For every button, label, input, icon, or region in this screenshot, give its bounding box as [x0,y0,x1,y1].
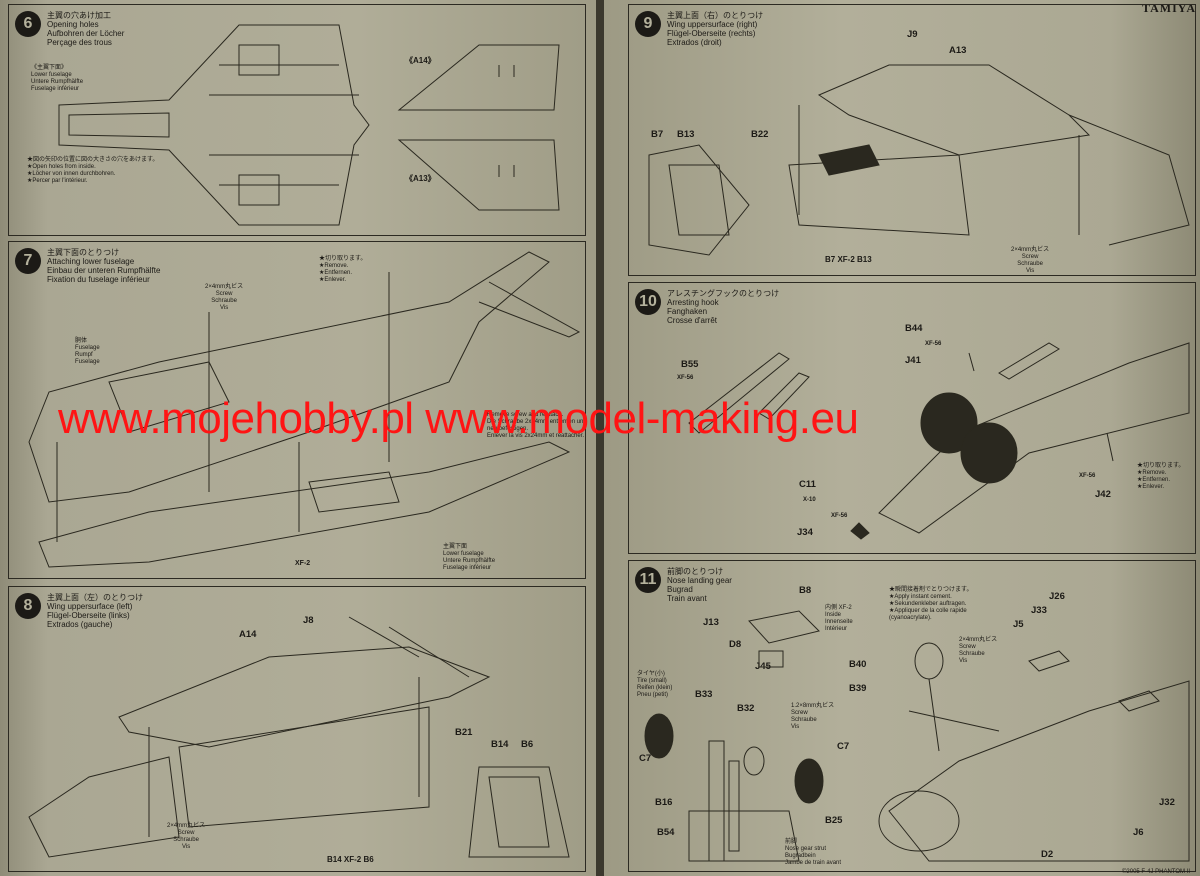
step-8-title: 主翼上面（左）のとりつけ Wing uppersurface (left) Fl… [47,593,144,629]
step-6-note: ★図の矢印の位置に図の大きさの穴をあけます。 ★Open holes from … [27,157,159,184]
step-6-number: 6 [15,11,41,37]
step-11-title: 前脚のとりつけ Nose landing gear Bugrad Train a… [667,567,732,603]
part-j8: J8 [303,615,314,626]
step-9-number: 9 [635,11,661,37]
part-label-a14: 《A14》 [405,56,436,65]
part-b44: B44 [905,323,923,334]
step-7-number: 7 [15,248,41,274]
step-6-title: 主翼の穴あけ加工 Opening holes Aufbohren der Löc… [47,11,125,47]
part-j13: J13 [703,617,719,628]
step-11-number: 11 [635,567,661,593]
step-9-title: 主翼上面（右）のとりつけ Wing uppersurface (right) F… [667,11,764,47]
step-9-bottom-parts: B7 XF-2 B13 [825,255,872,264]
part-a13: A13 [949,45,967,56]
part-j5: J5 [1013,619,1024,630]
page-gutter [596,0,604,876]
step-7-paint: XF-2 [295,560,311,567]
paint-x10: X-10 [803,497,816,503]
part-b33: B33 [695,689,713,700]
part-j41: J41 [905,355,921,366]
step-10-title: アレスチングフックのとりつけ Arresting hook Fanghaken … [667,289,780,325]
part-b21: B21 [455,727,473,738]
step-9-screw-note: 2×4mm丸ビス Screw Schraube Vis [1011,247,1050,274]
step-10-number: 10 [635,289,661,315]
step-8-bottom-parts: B14 XF-2 B6 [327,855,374,864]
step-7-fuselage-note: 胴体 Fuselage Rumpf Fuselage [75,338,100,365]
step-9-drawing [648,64,1190,256]
part-j26: J26 [1049,591,1065,602]
step-7-cut-note: ★切り取ります。 ★Remove. ★Entfernen. ★Enlever. [319,256,367,283]
part-j6: J6 [1133,827,1144,838]
step-8-screw-note: 2×4mm丸ビス Screw Schraube Vis [167,823,206,850]
part-c11: C11 [799,479,816,490]
step-11-screw2-note: 2×4mm丸ビス Screw Schraube Vis [959,637,998,664]
step-11-screw-note: 1.2×8mm丸ビス Screw Schraube Vis [791,703,835,730]
part-c7-b: C7 [837,741,850,752]
page-footer: ©2005 F-4J PHANTOM II [1122,869,1190,875]
step-11-cement-note: ★瞬間接着剤でとりつけます。 ★Apply instant cement. ★S… [889,587,973,621]
step-7-remove-note: Remove screw and reattach. Die Schraube … [487,412,586,439]
step-11-inside-note: 内側 XF-2 Inside Innenseite Intérieur [825,605,853,632]
step-10-drawing [688,342,1190,540]
part-label-a13: 《A13》 [405,174,436,183]
part-j34: J34 [797,527,813,538]
part-b55: B55 [681,359,699,370]
paint-xf56-b: XF-56 [677,375,694,381]
step-8-number: 8 [15,593,41,619]
step-8-drawing [28,616,570,858]
part-j9: J9 [907,29,918,40]
part-b14: B14 [491,739,509,750]
step-6-panel: 6 主翼の穴あけ加工 Opening holes Aufbohren der L… [8,4,586,236]
part-b16: B16 [655,797,673,808]
step-6-subtitle: 《主翼下面》 Lower fuselage Untere Rumpfhälfte… [31,65,84,92]
step-7-panel: 7 主翼下面のとりつけ Attaching lower fuselage Ein… [8,241,586,579]
part-b22: B22 [751,129,769,140]
step-7-drawing [28,251,581,568]
part-b8: B8 [799,585,812,596]
step-7-screw-note: 2×4mm丸ビス Screw Schraube Vis [205,284,244,311]
step-7-lower-note: 主翼下面 Lower fuselage Untere Rumpfhälfte F… [443,544,496,571]
right-page [604,0,1200,876]
part-a14: A14 [239,629,257,640]
paint-xf56-a: XF-56 [925,341,942,347]
step-11-strut-note: 前脚 Nose gear strut Bugradbein Jambe de t… [785,839,842,866]
left-page [0,0,596,876]
part-b6: B6 [521,739,534,750]
step-6-drawing [58,24,560,226]
step-10-panel: 10 アレスチングフックのとりつけ Arresting hook Fanghak… [628,282,1196,554]
part-b25: B25 [825,815,843,826]
part-b54: B54 [657,827,675,838]
part-b39: B39 [849,683,867,694]
part-c7-a: C7 [639,753,652,764]
step-11-panel: 11 前脚のとりつけ Nose landing gear Bugrad Trai… [628,560,1196,872]
part-j33: J33 [1031,605,1047,616]
paint-xf56-c: XF-56 [831,513,848,519]
step-9-panel: 9 主翼上面（右）のとりつけ Wing uppersurface (right)… [628,4,1196,276]
step-10-cut-note: ★切り取ります。 ★Remove. ★Entfernen. ★Enlever. [1137,463,1185,490]
step-11-drawing [644,610,1190,862]
part-b7: B7 [651,129,664,140]
part-b13: B13 [677,129,695,140]
part-d2: D2 [1041,849,1054,860]
part-d8: D8 [729,639,742,650]
part-j42: J42 [1095,489,1111,500]
part-b32: B32 [737,703,755,714]
step-7-title: 主翼下面のとりつけ Attaching lower fuselage Einba… [47,248,161,284]
part-j32: J32 [1159,797,1175,808]
part-b40: B40 [849,659,867,670]
paint-xf56-d: XF-56 [1079,473,1096,479]
step-8-panel: 8 主翼上面（左）のとりつけ Wing uppersurface (left) … [8,586,586,872]
step-11-tire-note: タイヤ(小) Tire (small) Reifen (klein) Pneu … [637,671,673,698]
